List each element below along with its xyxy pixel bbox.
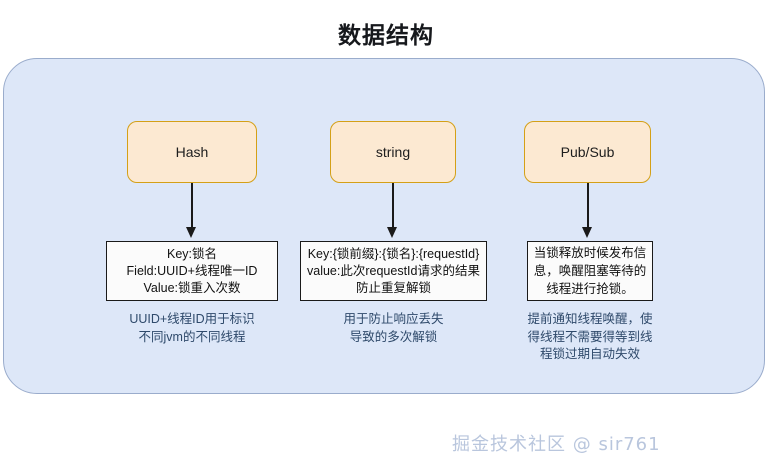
node-label-hash: Hash: [175, 144, 209, 160]
column-string: string Key:{锁前缀}:{锁名}:{requestId} value:…: [264, 59, 524, 395]
caption-line: 提前通知线程唤醒，使: [527, 312, 653, 326]
node-box-hash[interactable]: Hash: [127, 121, 257, 183]
detail-line: Value:锁重入次数: [143, 280, 241, 295]
column-hash: Hash Key:锁名 Field:UUID+线程唯一ID Value:锁重入次…: [64, 59, 324, 395]
caption-hash: UUID+线程ID用于标识 不同jvm的不同线程: [106, 311, 278, 346]
arrow-hash-to-detail: [185, 183, 199, 241]
column-pubsub: Pub/Sub 当锁释放时候发布信 息，唤醒阻塞等待的 线程进行抢锁。 提前通知…: [459, 59, 709, 395]
arrow-string-to-detail: [386, 183, 400, 241]
detail-line: 线程进行抢锁。: [546, 282, 634, 296]
arrow-shaft: [587, 183, 589, 231]
detail-line: Key:锁名: [166, 246, 217, 261]
watermark: 掘金技术社区 @ sir761: [452, 434, 661, 455]
caption-line: 得线程不需要得等到线: [527, 329, 653, 344]
caption-string: 用于防止响应丢失 导致的多次解锁: [300, 311, 487, 346]
arrow-shaft: [392, 183, 394, 231]
detail-box-hash: Key:锁名 Field:UUID+线程唯一ID Value:锁重入次数: [106, 241, 278, 301]
detail-box-string: Key:{锁前缀}:{锁名}:{requestId} value:此次reque…: [300, 241, 487, 301]
node-box-string[interactable]: string: [330, 121, 456, 183]
node-label-string: string: [375, 144, 411, 160]
diagram-canvas: 数据结构 Hash Key:锁名 Field:UUID+线程唯一ID Value…: [3, 22, 765, 455]
caption-pubsub: 提前通知线程唤醒，使 得线程不需要得等到线 程锁过期自动失效: [512, 311, 668, 364]
caption-line: UUID+线程ID用于标识: [129, 312, 255, 326]
detail-box-pubsub: 当锁释放时候发布信 息，唤醒阻塞等待的 线程进行抢锁。: [527, 241, 653, 301]
caption-line: 不同jvm的不同线程: [138, 329, 246, 344]
node-label-pubsub: Pub/Sub: [560, 144, 615, 160]
detail-line: Key:{锁前缀}:{锁名}:{requestId}: [307, 246, 480, 261]
arrow-head-icon: [387, 227, 397, 238]
caption-line: 程锁过期自动失效: [539, 347, 640, 361]
caption-line: 用于防止响应丢失: [343, 312, 444, 326]
data-structure-container: Hash Key:锁名 Field:UUID+线程唯一ID Value:锁重入次…: [3, 58, 765, 455]
arrow-head-icon: [582, 227, 592, 238]
arrow-head-icon: [186, 227, 196, 238]
node-box-pubsub[interactable]: Pub/Sub: [524, 121, 651, 183]
detail-line: 当锁释放时候发布信: [533, 246, 647, 260]
arrow-shaft: [191, 183, 193, 231]
detail-line: value:此次requestId请求的结果: [307, 263, 480, 278]
arrow-pubsub-to-detail: [581, 183, 595, 241]
detail-line: Field:UUID+线程唯一ID: [126, 263, 258, 278]
page-title: 数据结构: [338, 22, 434, 48]
detail-line: 息，唤醒阻塞等待的: [533, 264, 647, 278]
caption-line: 导致的多次解锁: [349, 329, 438, 344]
detail-line: 防止重复解锁: [355, 280, 431, 295]
